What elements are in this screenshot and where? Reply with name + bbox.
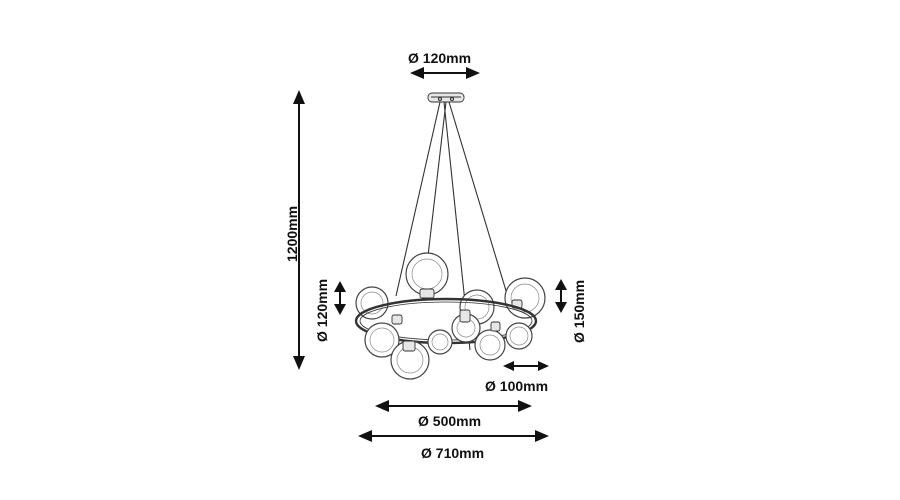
overall-diameter-dimension: Ø 710mm	[358, 430, 549, 461]
overall-height-dimension: 1200mm	[284, 90, 305, 370]
arrow-head-up-icon	[334, 281, 346, 292]
ring-dimension: Ø 500mm	[375, 400, 532, 429]
right-globe-diameter-label: Ø 150mm	[571, 280, 587, 343]
overall-diameter-label: Ø 710mm	[421, 445, 484, 461]
canopy-diameter-label: Ø 120mm	[408, 50, 471, 66]
ceiling-canopy	[427, 92, 465, 103]
arrow-head-left-icon	[503, 361, 514, 371]
arrow-head-right-icon	[466, 67, 480, 79]
small-globe-dimension: Ø 100mm	[485, 361, 549, 394]
front-globes	[364, 309, 533, 380]
arrow-head-down-icon	[334, 304, 346, 315]
canopy-dimension: Ø 120mm	[408, 50, 480, 79]
chandelier-illustration	[354, 92, 546, 380]
back-globes	[355, 252, 546, 325]
arrow-head-left-icon	[358, 430, 372, 442]
ring-diameter-label: Ø 500mm	[418, 413, 481, 429]
arrow-head-down-icon	[293, 356, 305, 370]
arrow-head-right-icon	[518, 400, 532, 412]
arrow-head-up-icon	[555, 279, 567, 290]
arrow-head-left-icon	[410, 67, 424, 79]
overall-height-label: 1200mm	[284, 206, 300, 262]
small-globe-diameter-label: Ø 100mm	[485, 378, 548, 394]
arrow-head-up-icon	[293, 90, 305, 104]
arrow-head-left-icon	[375, 400, 389, 412]
arrow-head-down-icon	[555, 302, 567, 313]
right-globe-dimension: Ø 150mm	[555, 279, 587, 343]
left-globe-diameter-label: Ø 120mm	[314, 279, 330, 342]
left-globe-dimension: Ø 120mm	[314, 279, 346, 342]
arrow-head-right-icon	[535, 430, 549, 442]
arrow-head-right-icon	[538, 361, 549, 371]
